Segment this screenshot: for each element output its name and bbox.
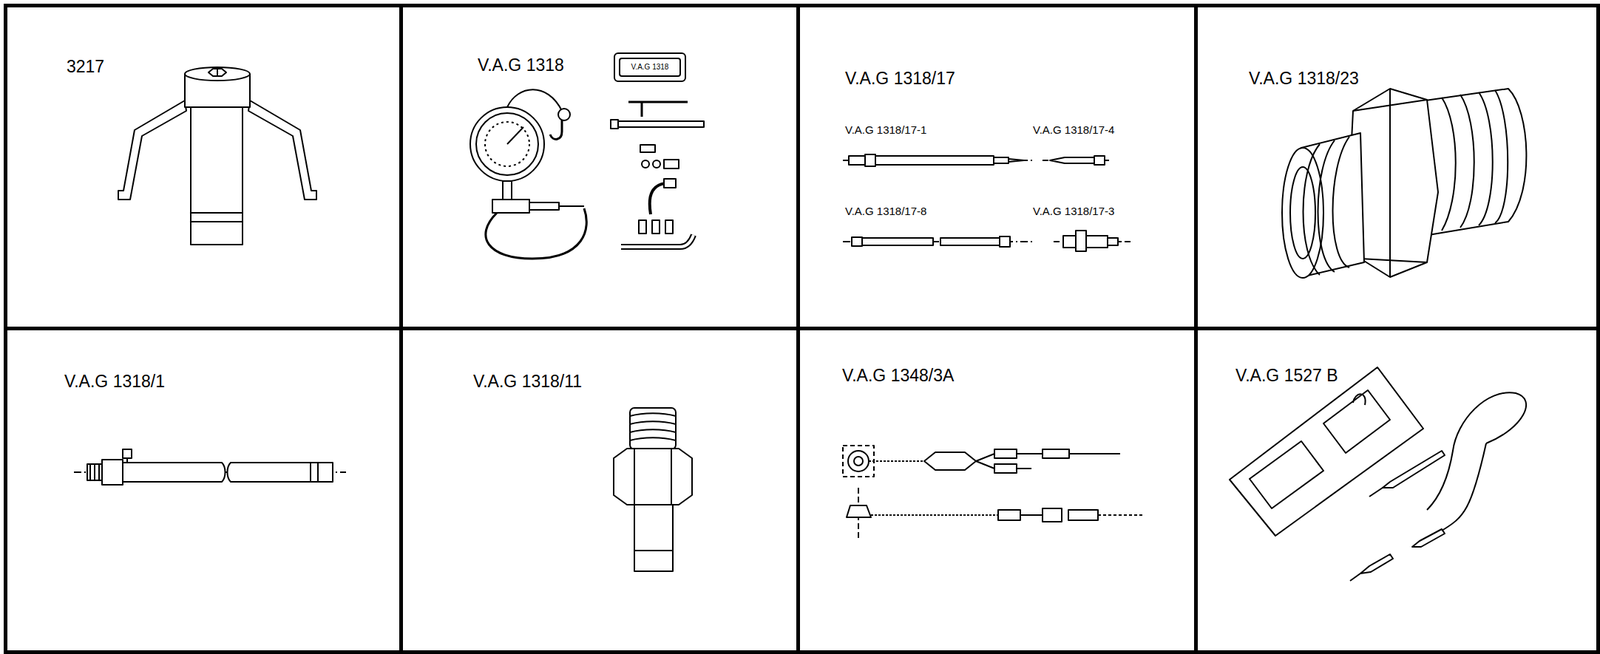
- voltage-tester: [1229, 367, 1527, 582]
- tool-cell: V.A.G 1318: [399, 3, 800, 331]
- threaded-fitting: [613, 408, 693, 572]
- tool-number: V.A.G 1318/1: [64, 373, 165, 391]
- tool-cell: V.A.G 1318/23: [1194, 3, 1600, 331]
- threaded-adapter: [1282, 88, 1527, 279]
- part-label: V.A.G 1318/17-1: [845, 124, 927, 136]
- tool-number: V.A.G 1318: [477, 56, 565, 74]
- part-label: V.A.G 1318/17-8: [845, 205, 927, 217]
- tool-cell: V.A.G 1318/11: [399, 326, 800, 654]
- tool-cell: V.A.G 1318/17: [796, 3, 1198, 331]
- tool-number: V.A.G 1318/11: [473, 373, 582, 391]
- tool-number: V.A.G 1527 B: [1235, 367, 1339, 385]
- case-label: V.A.G 1318: [631, 63, 670, 71]
- tool-number: V.A.G 1318/17: [845, 70, 956, 88]
- pressure-gauge-set: [470, 53, 704, 259]
- part-label: V.A.G 1318/17-4: [1032, 124, 1115, 136]
- tool-cell: V.A.G 1348/3A: [796, 326, 1198, 654]
- tool-number: V.A.G 1318/23: [1248, 70, 1359, 88]
- hose-adapter: [73, 449, 347, 486]
- tool-number: V.A.G 1348/3A: [842, 367, 954, 385]
- tool-cell: V.A.G 1527 B: [1194, 326, 1600, 654]
- tool-cell: V.A.G 1318/1: [3, 326, 403, 654]
- test-leads: [842, 445, 1143, 540]
- part-label: V.A.G 1318/17-3: [1032, 205, 1115, 217]
- tool-cell: 3217: [3, 3, 403, 331]
- tool-number: 3217: [66, 58, 105, 76]
- puller-tool: [118, 67, 317, 245]
- adapter-set: [842, 154, 1132, 252]
